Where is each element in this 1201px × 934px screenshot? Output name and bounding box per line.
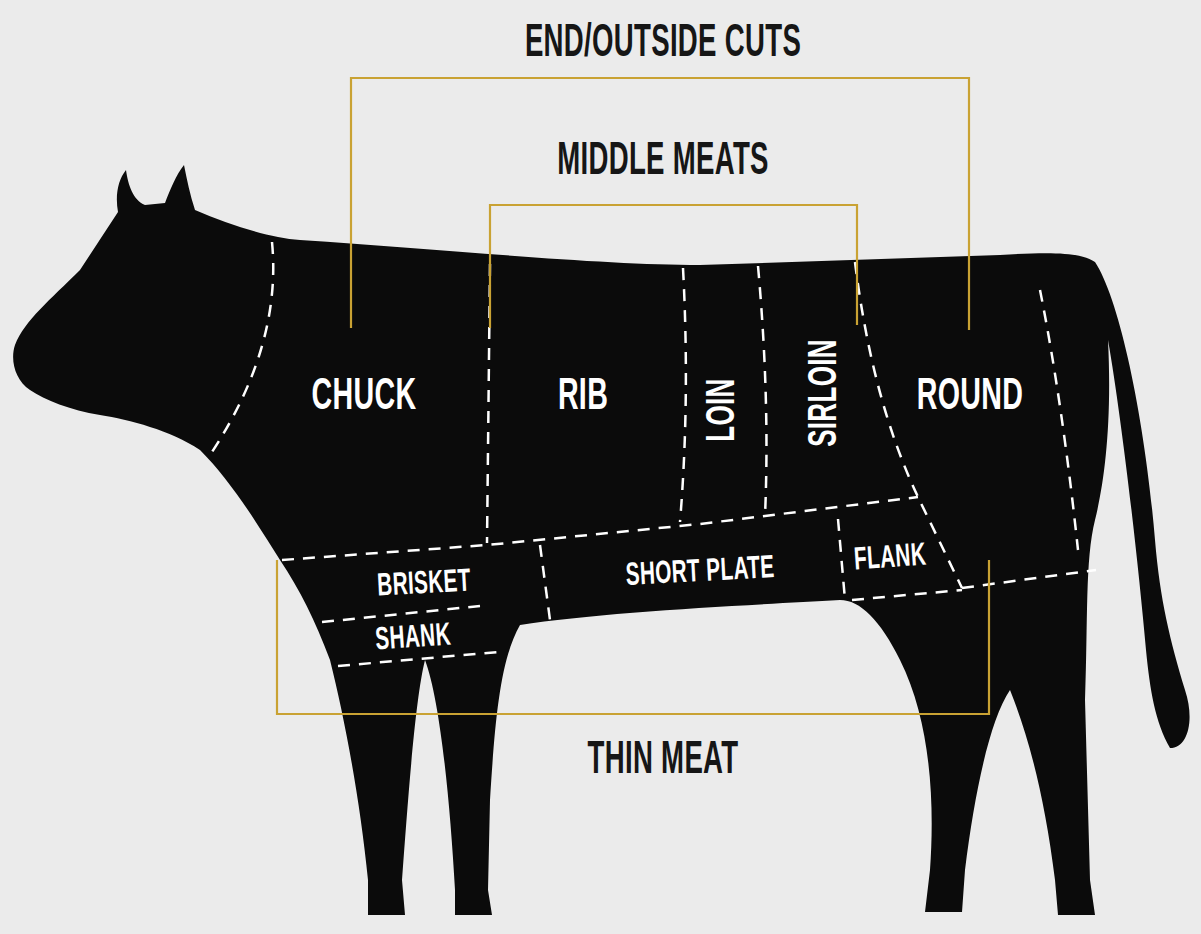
cut-name: CHUCK xyxy=(312,372,417,416)
cut-line xyxy=(852,590,962,600)
group-heading: MIDDLE MEATS xyxy=(557,135,769,181)
cut-line xyxy=(1040,290,1078,550)
cut-line xyxy=(540,545,550,620)
cut-lines xyxy=(212,242,1096,666)
cut-line xyxy=(758,266,766,516)
cut-line xyxy=(212,242,273,452)
cut-line xyxy=(680,268,686,522)
cut-name: SHANK xyxy=(374,617,452,654)
group-heading: END/OUTSIDE CUTS xyxy=(525,17,801,63)
group-brackets xyxy=(277,78,989,714)
cut-name: RIB xyxy=(558,372,608,416)
cow-silhouette xyxy=(13,165,1189,915)
cut-line xyxy=(282,497,918,560)
group-heading: THIN MEAT xyxy=(588,734,739,780)
cut-name: SHORT PLATE xyxy=(625,550,775,590)
cut-name: ROUND xyxy=(917,372,1023,416)
cut-name: FLANK xyxy=(853,538,927,575)
bracket xyxy=(490,205,857,328)
cut-line xyxy=(962,570,1096,588)
cut-line xyxy=(322,606,480,622)
bracket xyxy=(351,78,969,330)
cut-name: LOIN xyxy=(700,378,740,441)
cut-line xyxy=(338,652,498,666)
cut-name: BRISKET xyxy=(376,564,471,601)
cut-name: SIRLOIN xyxy=(802,339,842,447)
cut-line xyxy=(838,519,845,600)
